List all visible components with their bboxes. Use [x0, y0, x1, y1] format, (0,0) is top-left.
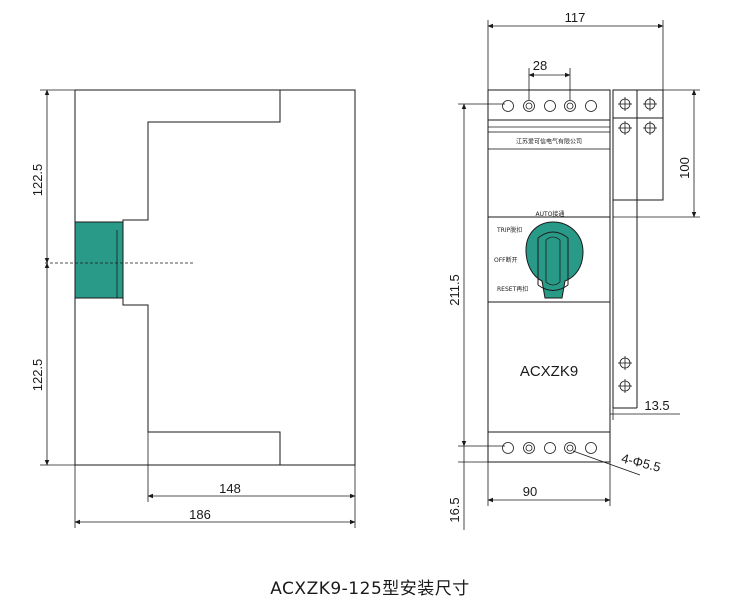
screw-icon: [618, 379, 632, 393]
bracket-column-right: [636, 89, 664, 201]
dim-base-offset: 16.5: [447, 497, 462, 522]
side-view-body: [122, 90, 281, 465]
dim-holes: 4-Φ5.5: [620, 451, 662, 475]
dim-front-height: 211.5: [447, 274, 462, 306]
mounting-bracket: [612, 89, 664, 409]
screw-icon: [618, 356, 632, 370]
dim-side-bottom: 122.5: [30, 359, 45, 392]
knob-body: [525, 221, 584, 299]
drawing-caption: ACXZK9-125型安装尺寸: [270, 579, 470, 599]
dim-side-depth-total: 186: [189, 507, 211, 522]
pos-off: OFF断开: [494, 256, 518, 264]
rotary-knob: AUTO接通 TRIP脱扣 OFF断开 RESET再扣: [494, 210, 584, 299]
terminal-hole-inner: [566, 102, 574, 110]
side-view-handle: [74, 221, 124, 299]
front-body: [487, 89, 611, 463]
terminal-hole: [523, 442, 535, 454]
screw-icon: [618, 97, 632, 111]
terminal-hole: [564, 442, 576, 454]
pos-reset: RESET再扣: [497, 285, 528, 293]
nameplate: [487, 131, 611, 150]
top-terminals: [502, 100, 597, 112]
pos-auto: AUTO接通: [536, 210, 565, 218]
front-view: 江苏爱可信电气有限公司 AUTO接通 TRIP脱扣 O: [447, 10, 700, 530]
pos-trip: TRIP脱扣: [496, 226, 522, 234]
dim-base-width: 90: [523, 484, 537, 499]
dim-front-width: 117: [565, 10, 586, 25]
bottom-terminals: [502, 442, 597, 454]
screw-icon: [618, 121, 632, 135]
terminal-hole-inner: [525, 102, 533, 110]
terminal-hole-inner: [525, 444, 533, 452]
terminal-hole: [502, 442, 514, 454]
terminal-hole: [502, 100, 514, 112]
dim-rail-offset: 13.5: [644, 398, 669, 413]
dim-side-top: 122.5: [30, 164, 45, 197]
terminal-hole: [585, 442, 597, 454]
dim-rail-height: 100: [677, 157, 692, 179]
company-name: 江苏爱可信电气有限公司: [516, 138, 582, 146]
screw-icon: [643, 121, 657, 135]
screw-icon: [643, 97, 657, 111]
dimension-drawing: 122.5 122.5 148 186 江苏爱可信电气有限公司: [30, 10, 700, 530]
knob-grip: [537, 231, 569, 291]
leader-holes: [572, 450, 641, 476]
terminal-hole: [544, 442, 556, 454]
terminal-hole: [544, 100, 556, 112]
dim-hole-pitch: 28: [533, 58, 547, 73]
terminal-hole-inner: [566, 444, 574, 452]
knob-grip-inner: [545, 236, 561, 286]
terminal-hole: [585, 100, 597, 112]
terminal-hole: [564, 100, 576, 112]
dim-side-depth-inner: 148: [219, 481, 241, 496]
side-view: 122.5 122.5 148 186: [30, 89, 356, 528]
terminal-hole: [523, 100, 535, 112]
model-label: ACXZK9: [520, 363, 578, 380]
